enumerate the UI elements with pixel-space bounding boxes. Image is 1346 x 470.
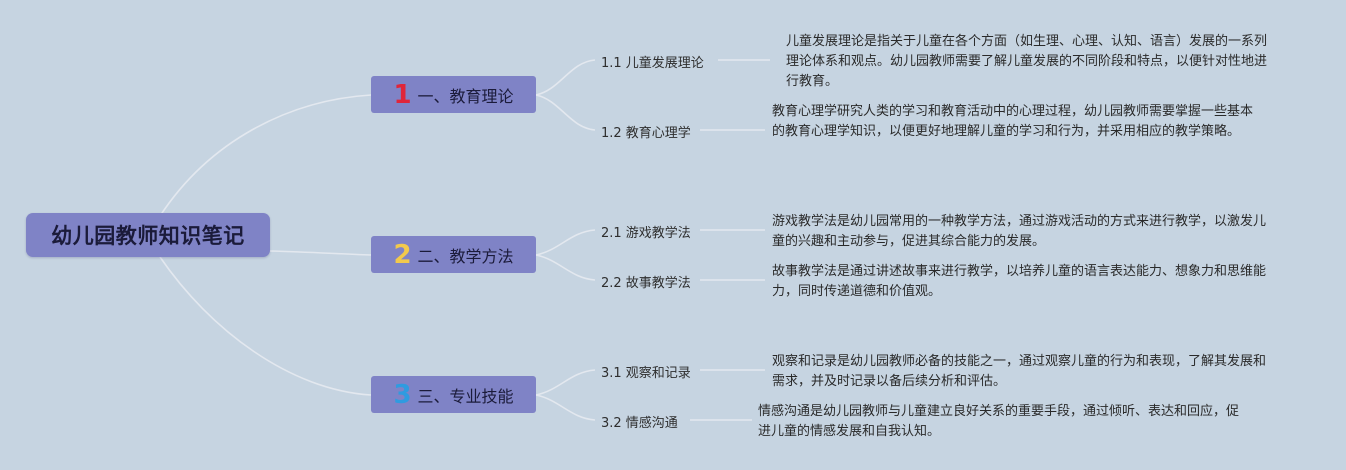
- leaf-description-1-1: 儿童发展理论是指关于儿童在各个方面（如生理、心理、认知、语言）发展的一系列理论体…: [786, 34, 1268, 89]
- root-node[interactable]: 幼儿园教师知识笔记: [26, 213, 270, 257]
- leaf-node-1-1[interactable]: 1.1 儿童发展理论: [601, 56, 704, 71]
- branch-node-3[interactable]: 3 三、专业技能: [371, 376, 536, 413]
- branch-number-icon: 1: [393, 79, 412, 110]
- leaf-description-1-2: 教育心理学研究人类的学习和教育活动中的心理过程，幼儿园教师需要掌握一些基本的教育…: [772, 104, 1254, 139]
- branch-label: 三、专业技能: [417, 386, 514, 406]
- leaf-description-2-2: 故事教学法是通过讲述故事来进行教学，以培养儿童的语言表达能力、想象力和思维能力，…: [772, 264, 1267, 299]
- branch-label: 二、教学方法: [417, 246, 514, 266]
- leaf-description-3-2: 情感沟通是幼儿园教师与儿童建立良好关系的重要手段，通过倾听、表达和回应，促进儿童…: [758, 404, 1240, 439]
- branch-number-icon: 3: [393, 379, 412, 410]
- leaf-description-3-1: 观察和记录是幼儿园教师必备的技能之一，通过观察儿童的行为和表现，了解其发展和需求…: [772, 354, 1267, 389]
- leaf-node-3-1[interactable]: 3.1 观察和记录: [601, 366, 691, 381]
- branch-node-1[interactable]: 1 一、教育理论: [371, 76, 536, 113]
- leaf-description-2-1: 游戏教学法是幼儿园常用的一种教学方法，通过游戏活动的方式来进行教学，以激发儿童的…: [772, 214, 1267, 249]
- branch-label: 一、教育理论: [417, 86, 514, 106]
- branch-number-icon: 2: [393, 239, 412, 270]
- leaf-node-2-2[interactable]: 2.2 故事教学法: [601, 276, 691, 291]
- root-title: 幼儿园教师知识笔记: [51, 224, 245, 248]
- leaf-node-3-2[interactable]: 3.2 情感沟通: [601, 416, 678, 431]
- branch-node-2[interactable]: 2 二、教学方法: [371, 236, 536, 273]
- leaf-node-2-1[interactable]: 2.1 游戏教学法: [601, 226, 691, 241]
- leaf-node-1-2[interactable]: 1.2 教育心理学: [601, 126, 691, 141]
